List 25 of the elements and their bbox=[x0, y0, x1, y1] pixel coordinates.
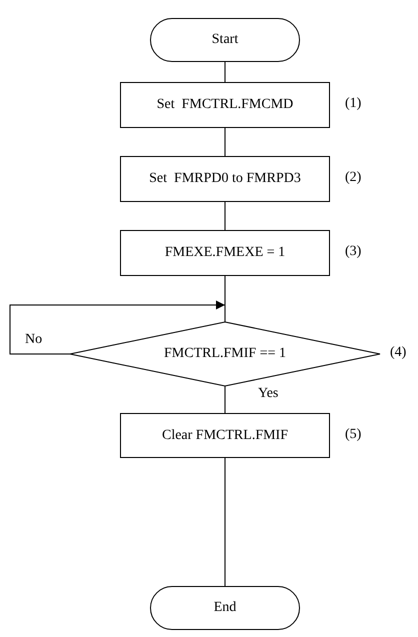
step-number: (3) bbox=[345, 244, 362, 260]
process-box bbox=[120, 413, 330, 458]
connector-line bbox=[224, 276, 226, 322]
step-number: (1) bbox=[345, 96, 362, 112]
node-text: Set FMCTRL.FMCMD bbox=[156, 97, 294, 113]
node-text: FMCTRL.FMIF == 1 bbox=[164, 346, 286, 362]
node-text: Clear FMCTRL.FMIF bbox=[162, 428, 288, 444]
node-text: Set FMRPD0 to FMRPD3 bbox=[149, 171, 301, 187]
connector-line bbox=[224, 386, 226, 414]
step-number: (2) bbox=[345, 170, 362, 186]
terminal-shape bbox=[150, 18, 300, 62]
step-number: (5) bbox=[345, 426, 362, 442]
step-number: (4) bbox=[390, 345, 406, 361]
node-text: Start bbox=[212, 32, 238, 48]
connector-line bbox=[224, 458, 226, 586]
node-text: End bbox=[214, 600, 236, 616]
terminal-shape bbox=[150, 586, 300, 630]
connector-line bbox=[224, 128, 226, 156]
connector-line bbox=[224, 202, 226, 230]
process-box bbox=[120, 82, 330, 128]
process-box bbox=[120, 230, 330, 276]
connector-line bbox=[224, 62, 226, 82]
node-text: FMEXE.FMEXE = 1 bbox=[164, 245, 286, 261]
process-box bbox=[120, 156, 330, 202]
loop-arrow bbox=[10, 300, 226, 354]
